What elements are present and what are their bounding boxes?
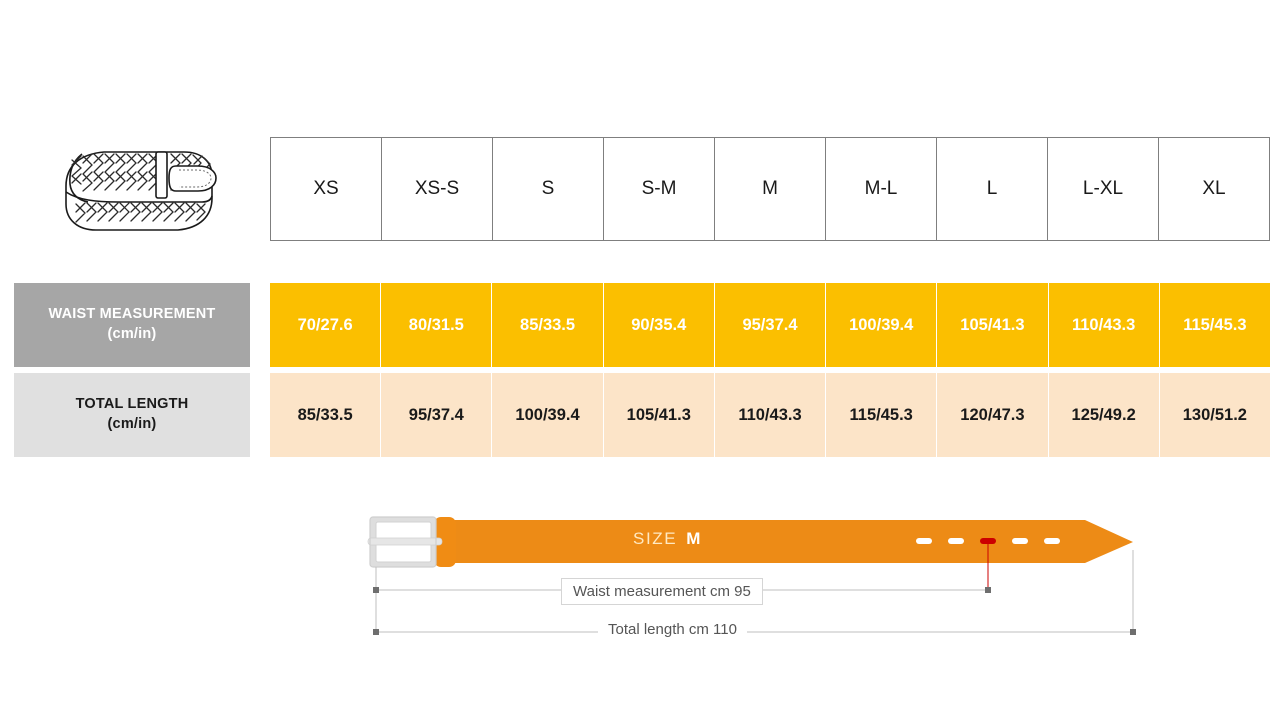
total-length-value-s-m: 105/41.3	[603, 373, 715, 457]
size-header-cell-s: S	[493, 138, 604, 240]
total-length-value-m-l: 115/45.3	[826, 373, 938, 457]
size-header-cell-xs: XS	[271, 138, 382, 240]
waist-label-unit: (cm/in)	[107, 326, 157, 342]
waist-measurement-row: WAIST MEASUREMENT (cm/in) 70/27.6 80/31.…	[14, 283, 1270, 367]
total-length-value-xs: 85/33.5	[270, 373, 382, 457]
belt-keeper-loop	[434, 517, 456, 567]
belt-hole-5	[1044, 538, 1060, 544]
belt-hole-4	[1012, 538, 1028, 544]
total-length-value-xl: 130/51.2	[1159, 373, 1270, 457]
total-length-values: 85/33.5 95/37.4 100/39.4 105/41.3 110/43…	[270, 373, 1270, 457]
total-length-label-unit: (cm/in)	[107, 416, 157, 432]
belt-strap	[434, 520, 1133, 563]
belt-measurement-diagram	[350, 498, 1160, 658]
product-illustration	[52, 140, 224, 244]
braided-belt-icon	[65, 151, 217, 231]
belt-hole-1	[916, 538, 932, 544]
total-length-dimension-line	[373, 629, 1136, 635]
waist-dimension-label: Waist measurement cm 95	[561, 578, 763, 605]
waist-value-xs: 70/27.6	[270, 283, 382, 367]
waist-value-l-xl: 110/43.3	[1048, 283, 1160, 367]
total-length-dimension-label: Total length cm 110	[598, 619, 747, 640]
total-length-value-xs-s: 95/37.4	[381, 373, 493, 457]
size-header-cell-l: L	[937, 138, 1048, 240]
total-length-value-s: 100/39.4	[492, 373, 604, 457]
size-header-cell-m-l: M-L	[826, 138, 937, 240]
waist-value-xl: 115/45.3	[1159, 283, 1270, 367]
total-length-value-l-xl: 125/49.2	[1048, 373, 1160, 457]
waist-value-xs-s: 80/31.5	[381, 283, 493, 367]
size-header-cell-xs-s: XS-S	[382, 138, 493, 240]
total-length-value-l: 120/47.3	[937, 373, 1049, 457]
total-length-value-m: 110/43.3	[714, 373, 827, 457]
size-header-table: XS XS-S S S-M M M-L L L-XL XL	[270, 137, 1270, 241]
belt-hole-active	[980, 538, 996, 544]
waist-value-m-l: 100/39.4	[826, 283, 938, 367]
belt-hole-2	[948, 538, 964, 544]
waist-values: 70/27.6 80/31.5 85/33.5 90/35.4 95/37.4 …	[270, 283, 1270, 367]
size-header-cell-xl: XL	[1202, 178, 1226, 199]
size-header-cell-m: M	[715, 138, 826, 240]
waist-value-m: 95/37.4	[714, 283, 827, 367]
total-length-label-title: TOTAL LENGTH	[75, 396, 189, 413]
belt-buckle	[367, 516, 443, 568]
waist-measurement-label: WAIST MEASUREMENT (cm/in)	[14, 283, 250, 367]
waist-value-s-m: 90/35.4	[603, 283, 715, 367]
waist-value-s: 85/33.5	[492, 283, 604, 367]
belt-holes	[916, 538, 1060, 544]
belt-diagram-svg	[367, 516, 1136, 635]
waist-label-title: WAIST MEASUREMENT	[48, 306, 216, 323]
size-header-cell-s-m: S-M	[604, 138, 715, 240]
total-length-label-spacer	[250, 373, 270, 457]
waist-value-l: 105/41.3	[937, 283, 1049, 367]
waist-label-spacer	[250, 283, 270, 367]
size-header-cell-l-xl: L-XL	[1048, 138, 1159, 240]
total-length-row: TOTAL LENGTH (cm/in) 85/33.5 95/37.4 100…	[14, 373, 1270, 457]
total-length-label: TOTAL LENGTH (cm/in)	[14, 373, 250, 457]
